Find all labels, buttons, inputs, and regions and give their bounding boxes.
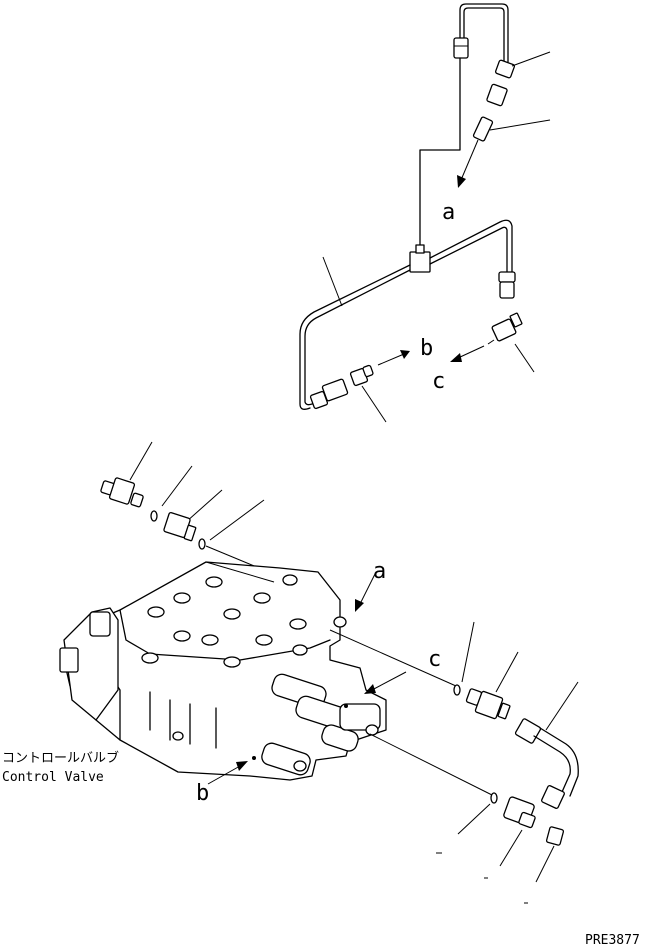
leader-line [329,629,457,687]
left-branch-tube [299,264,411,410]
o-ring [453,684,461,696]
right-branch-nut [498,271,516,283]
upper-right-fitting [486,83,508,107]
tee-top-port [415,244,425,254]
upper-elbow-connector [472,116,494,142]
right-branch-tube [429,219,513,273]
hose-fitting [514,718,542,744]
leader-line [361,385,387,423]
spool-lines [149,691,217,749]
tee-fitting [409,251,431,273]
valve-ports [141,574,308,668]
arrow-to-a [359,571,377,605]
leader-line [129,441,153,481]
valve-top-edge [119,609,331,661]
check-valve-body [108,477,136,505]
leader-line [461,621,475,683]
ref-b-top: b [420,336,433,361]
upper-return-tube [459,3,509,63]
arrow-to-b [207,765,241,785]
lower-right-fittings [436,621,579,904]
upper-right-nut [495,59,515,79]
leader-line [514,343,535,373]
ref-a-top: a [442,200,455,225]
leader-line [545,681,579,731]
ref-c-bottom: c [428,647,441,672]
leader-line [511,51,551,67]
arrow-head [457,175,466,188]
hose [533,735,571,793]
upper-tube-nut [453,37,469,59]
arrow-to-c [371,671,407,691]
hose-nut [541,785,565,809]
drawing-code: PRE3877 [585,933,640,947]
arrow-to-b [377,353,405,366]
control-valve [59,561,495,797]
plug [545,826,565,846]
o-ring [150,510,158,522]
leader-line [369,733,495,797]
upper-return-tube-inner [463,7,505,63]
left-tube-adapter [321,378,349,402]
arrow-to-a [460,139,479,181]
valve-name-jp: コントロールバルブ [2,750,119,766]
end-fitting [59,647,79,673]
left-fitting-set [100,441,289,581]
leader-line [489,119,551,131]
right-branch-fitting [499,281,515,299]
elbow-fitting [491,318,517,342]
valve-name-en: Control Valve [2,770,104,785]
port-a [333,616,347,628]
upper-tube-assembly [299,3,551,423]
ref-b-bottom: b [196,781,209,806]
leader-line [499,829,523,867]
leader-line [535,845,555,883]
port-c [344,704,348,708]
side-block [339,703,381,731]
leader-line [185,489,223,523]
o-ring [198,538,206,550]
vertical-tube [419,57,461,253]
ref-a-bottom: a [373,559,386,584]
leader-line [209,499,265,541]
o-ring [490,792,498,804]
port-b [252,756,256,760]
leader-line [457,803,491,835]
check-valve-body [474,690,504,720]
leader-line [322,256,343,307]
leader-line [495,651,519,693]
arrow-to-c [457,345,485,359]
ref-c-top: c [432,369,445,394]
leader-line [161,465,193,507]
